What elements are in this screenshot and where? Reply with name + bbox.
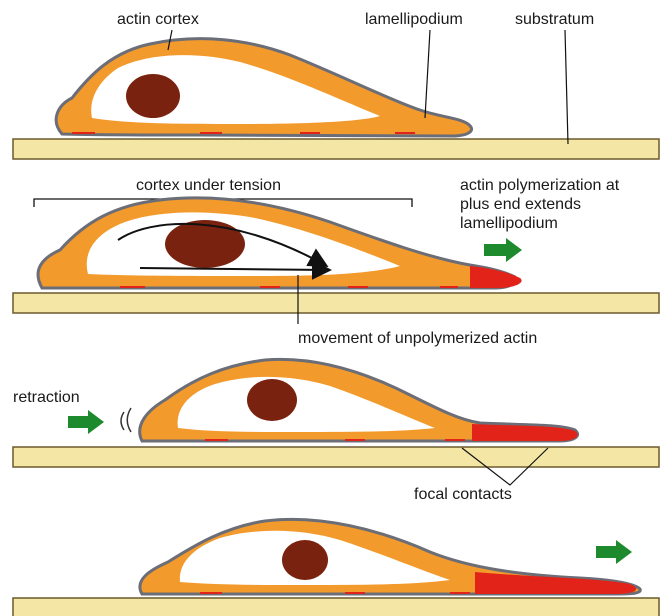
pointer-substratum bbox=[565, 30, 568, 144]
panel-1: actin cortex lamellipodium substratum bbox=[13, 11, 659, 159]
substratum-bar-1 bbox=[13, 139, 659, 159]
nucleus-2 bbox=[165, 220, 245, 268]
nucleus-1 bbox=[126, 74, 180, 118]
nucleus-4 bbox=[282, 540, 328, 580]
label-cortex-tension: cortex under tension bbox=[136, 177, 281, 194]
label-substratum: substratum bbox=[515, 11, 594, 28]
panel-4 bbox=[13, 519, 659, 616]
green-arrow-icon-4 bbox=[596, 540, 632, 564]
pointer-lamellipodium bbox=[425, 30, 430, 118]
substratum-bar-4 bbox=[13, 598, 659, 616]
label-polymerization-1: actin polymerization at bbox=[460, 177, 620, 194]
retraction-arrow-icon bbox=[68, 410, 104, 434]
label-polymerization-3: lamellipodium bbox=[460, 215, 558, 232]
label-polymerization-2: plus end extends bbox=[460, 196, 581, 213]
label-actin-cortex: actin cortex bbox=[117, 11, 199, 28]
label-retraction: retraction bbox=[13, 389, 80, 406]
panel-3: retraction focal contacts bbox=[13, 359, 659, 503]
substratum-bar-2 bbox=[13, 293, 659, 313]
label-lamellipodium: lamellipodium bbox=[365, 11, 463, 28]
green-arrow-icon bbox=[484, 238, 522, 262]
label-focal-contacts: focal contacts bbox=[414, 486, 512, 503]
substratum-bar-3 bbox=[13, 447, 659, 467]
label-unpolymerized: movement of unpolymerized actin bbox=[298, 330, 537, 347]
panel-2: cortex under tension actin polymerizatio… bbox=[13, 177, 659, 347]
nucleus-3 bbox=[247, 379, 297, 421]
motion-lines-icon bbox=[121, 408, 131, 432]
